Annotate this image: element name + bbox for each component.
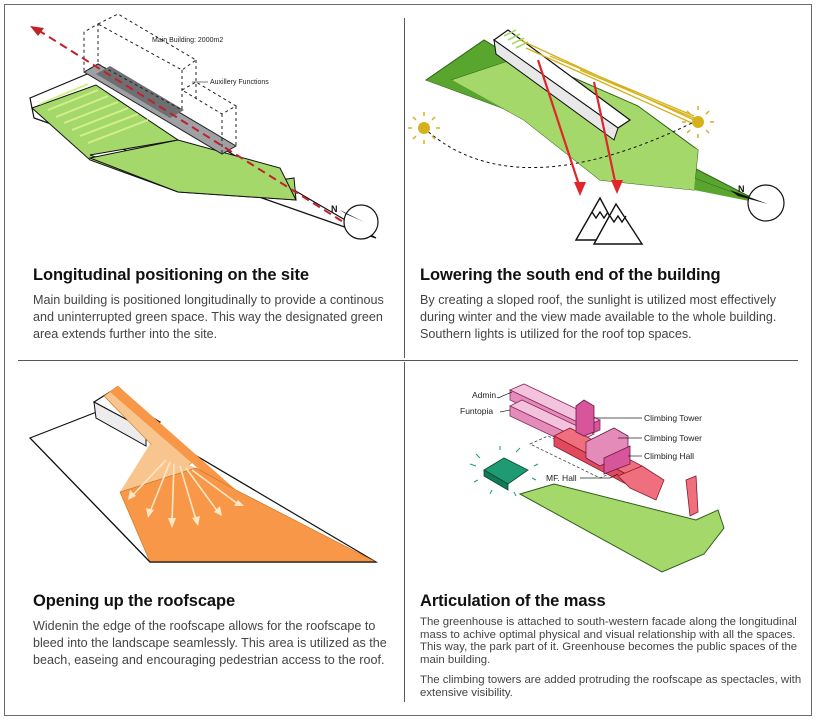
sun-icon-left [408, 112, 440, 144]
mass-articulation-diagram: Admin. Funtopia Climbing Tower Climbing … [460, 383, 725, 573]
panel-1-body: Main building is positioned longitudinal… [33, 293, 384, 341]
mountain-icon [574, 196, 644, 245]
green-ground [518, 483, 725, 573]
climbing-tower-label-1: Climbing Tower [644, 413, 702, 423]
divider-vertical-bottom [404, 362, 405, 702]
panel-2-title: Lowering the south end of the building [420, 266, 721, 284]
north-compass [343, 204, 379, 240]
admin-label: Admin. [472, 390, 498, 400]
orange-landscape [119, 467, 377, 563]
main-building-label: Main Building: 2000m2 [152, 37, 223, 44]
mf-hall [617, 465, 665, 501]
panel-2-body: By creating a sloped roof, the sunlight … [420, 293, 777, 341]
climbing-tower-1 [575, 399, 595, 437]
panel-3-title: Opening up the roofscape [33, 592, 236, 610]
longitudinal-axis-arrow [37, 29, 357, 231]
auxiliary-functions-label: Auxillery Functions [210, 79, 269, 86]
figure-frame [4, 4, 812, 716]
site-positioning-diagram: Main Building: 2000m2 Auxillery Function… [29, 13, 379, 240]
north-compass [747, 184, 785, 222]
panel-4-body-1: The greenhouse is attached to south-west… [420, 616, 798, 666]
panel-4-body-2: The climbing towers are added protruding… [420, 674, 802, 699]
panel-3-body: Widenin the edge of the roofscape allows… [33, 619, 387, 667]
north-label: N [738, 184, 745, 194]
roofscape-diagram [28, 385, 379, 563]
funtopia-label: Funtopia [460, 406, 493, 416]
north-label: N [331, 204, 338, 214]
panel-4-title: Articulation of the mass [420, 592, 606, 610]
divider-vertical-top [404, 18, 405, 358]
sun-icon-right [682, 106, 714, 138]
mf-hall-label: MF. Hall [546, 473, 577, 483]
climbing-tower-label-2: Climbing Tower [644, 433, 702, 443]
climbing-hall-label: Climbing Hall [644, 451, 694, 461]
panel-1-title: Longitudinal positioning on the site [33, 266, 309, 284]
divider-horizontal [18, 360, 798, 361]
sloped-roof-diagram: N [408, 29, 785, 245]
sun-path-arc [423, 121, 695, 168]
